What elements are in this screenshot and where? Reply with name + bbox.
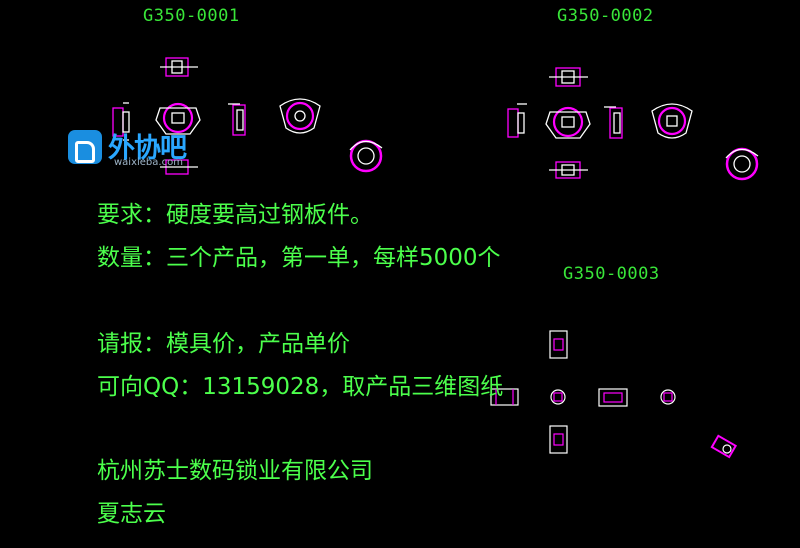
part-view-left-3 — [490, 388, 519, 406]
part-view-back-1 — [279, 98, 321, 134]
contact-text: 可向QQ：13159028，取产品三维图纸 — [97, 374, 504, 400]
part-views-g350-0002 — [507, 67, 759, 181]
contact-person-text: 夏志云 — [97, 501, 166, 527]
part-view-front-3 — [550, 389, 566, 405]
part-view-front-1 — [155, 102, 201, 135]
drawing-label-2: G350-0002 — [557, 6, 654, 26]
drawing-label-1: G350-0001 — [143, 6, 240, 26]
part-view-front-2 — [545, 106, 591, 139]
part-view-top-1 — [160, 57, 198, 77]
part-view-side-2 — [228, 103, 246, 136]
requirement-text: 要求：硬度要高过钢板件。 — [97, 202, 373, 228]
part-view-side-4 — [604, 106, 623, 139]
part-view-right-3 — [598, 388, 628, 407]
part-view-bottom-3 — [549, 425, 568, 454]
company-name-text: 杭州苏士数码锁业有限公司 — [97, 458, 373, 484]
quantity-text: 数量：三个产品，第一单，每样5000个 — [97, 245, 501, 271]
part-view-bottom-2 — [549, 161, 588, 179]
part-view-side-3 — [507, 103, 527, 138]
part-view-top-2 — [549, 67, 588, 87]
part-view-back-2 — [651, 103, 693, 139]
part-view-bottom-1 — [160, 159, 198, 175]
watermark-logo: 外协吧 waixieba.com — [68, 126, 218, 172]
quote-request-text: 请报：模具价，产品单价 — [97, 331, 350, 357]
part-iso-2 — [725, 147, 759, 181]
part-view-back-3 — [660, 389, 676, 405]
logo-domain-text: waixieba.com — [114, 157, 183, 168]
part-views-g350-0001 — [112, 57, 383, 175]
part-iso-3 — [710, 434, 738, 459]
part-views-g350-0003 — [490, 330, 738, 459]
logo-icon — [68, 130, 102, 164]
drawing-label-3: G350-0003 — [563, 264, 660, 284]
part-view-top-3 — [549, 330, 568, 359]
logo-brand-text: 外协吧 — [108, 133, 187, 164]
part-iso-1 — [349, 139, 383, 173]
part-view-side-1 — [112, 102, 130, 141]
